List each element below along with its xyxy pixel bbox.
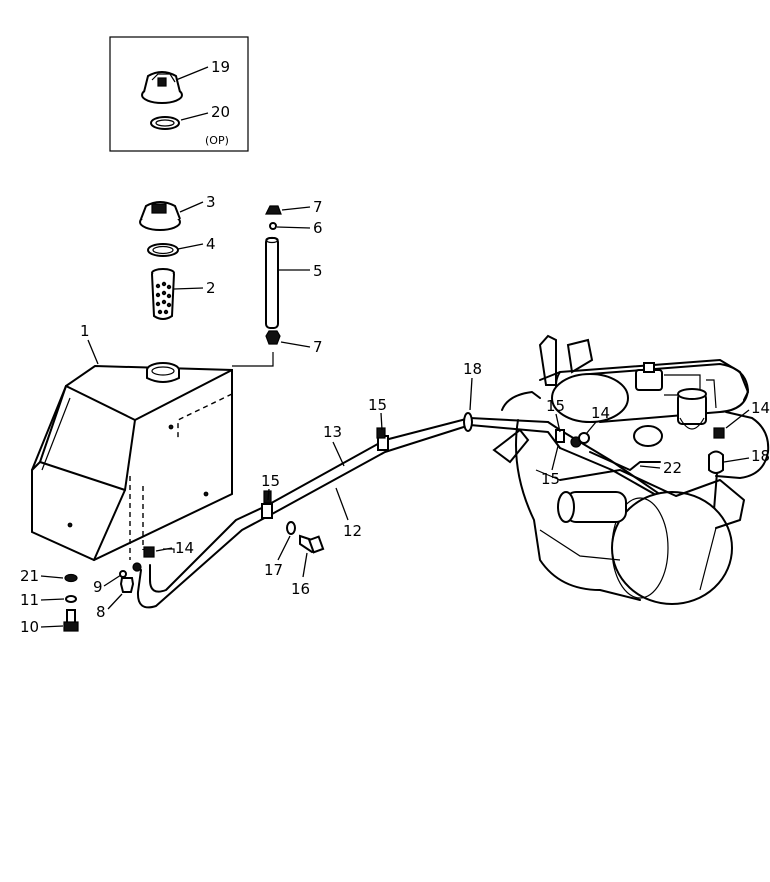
- engine-block-left: [515, 419, 641, 601]
- callout-10: 10: [20, 618, 39, 636]
- callout-14-engine: 14: [591, 404, 610, 422]
- tank-drain-fittings: [119, 546, 175, 593]
- spring-washer: [65, 595, 77, 603]
- callout-3: 3: [206, 193, 216, 211]
- callout-15-left: 15: [261, 472, 280, 490]
- drain-plug: [119, 577, 135, 593]
- engine: [492, 334, 770, 605]
- inset-frame: [109, 36, 249, 152]
- callout-5: 5: [313, 262, 323, 280]
- manifold-right: [715, 411, 770, 479]
- tube-o-ring: [269, 222, 277, 230]
- hose-band-18: [463, 412, 473, 432]
- mount-washer: [64, 573, 78, 583]
- drain-washer: [132, 562, 142, 572]
- callout-7-top: 7: [313, 198, 323, 216]
- fuel-lines: [136, 417, 719, 609]
- callout-1: 1: [80, 322, 90, 340]
- callout-18-pipe: 18: [463, 360, 482, 378]
- callout-14-right: 14: [751, 399, 770, 417]
- filler-cap: [139, 201, 181, 231]
- mount-bolt-stack: [63, 573, 79, 632]
- callout-4: 4: [206, 235, 216, 253]
- alternator-housing: [611, 491, 733, 605]
- callout-20: 20: [211, 103, 230, 121]
- cap-gasket: [147, 243, 179, 257]
- callout-14-tank: 14: [175, 539, 194, 557]
- callout-11: 11: [20, 591, 39, 609]
- gauge-tube-assembly: [265, 205, 311, 348]
- feed-pipe-upper: [149, 417, 549, 593]
- inset-gasket: [150, 116, 180, 130]
- elbow-fitting: [143, 546, 155, 558]
- option-inset: 19 20 (OP): [109, 36, 249, 152]
- callout-7-bottom: 7: [313, 338, 323, 356]
- tube-cap-top: [265, 205, 282, 215]
- callout-15-mid: 15: [368, 396, 387, 414]
- fuel-tank: [31, 352, 274, 562]
- pipe-clamp-2: [376, 427, 389, 451]
- tube-cap-bottom: [265, 330, 281, 345]
- callout-21: 21: [20, 567, 39, 585]
- callout-19: 19: [211, 58, 230, 76]
- strainer: [151, 268, 175, 320]
- mount-bolt: [66, 609, 76, 624]
- callout-12: 12: [343, 522, 362, 540]
- callout-9: 9: [93, 578, 103, 596]
- hose-band-18-engine: [708, 450, 724, 474]
- pipe-22: [589, 451, 661, 471]
- callout-8: 8: [96, 603, 106, 621]
- locking-cap: [141, 71, 183, 104]
- callout-6: 6: [313, 219, 323, 237]
- callout-13: 13: [323, 423, 342, 441]
- callout-15-engine-bottom: 15: [541, 470, 560, 488]
- engine-fittings: [555, 427, 725, 474]
- callout-16: 16: [291, 580, 310, 598]
- callout-15-engine-top: 15: [546, 397, 565, 415]
- loose-bolt: [286, 521, 325, 554]
- callout-2: 2: [206, 279, 216, 297]
- gauge-tube: [265, 237, 279, 329]
- option-label: (OP): [205, 134, 229, 147]
- fan-blade-left: [492, 428, 530, 464]
- callout-22: 22: [663, 459, 682, 477]
- callout-18-engine: 18: [751, 447, 770, 465]
- pipe-clamp-1: [261, 490, 273, 519]
- callout-17: 17: [264, 561, 283, 579]
- washer-17: [286, 521, 296, 535]
- return-pipe: [136, 424, 561, 609]
